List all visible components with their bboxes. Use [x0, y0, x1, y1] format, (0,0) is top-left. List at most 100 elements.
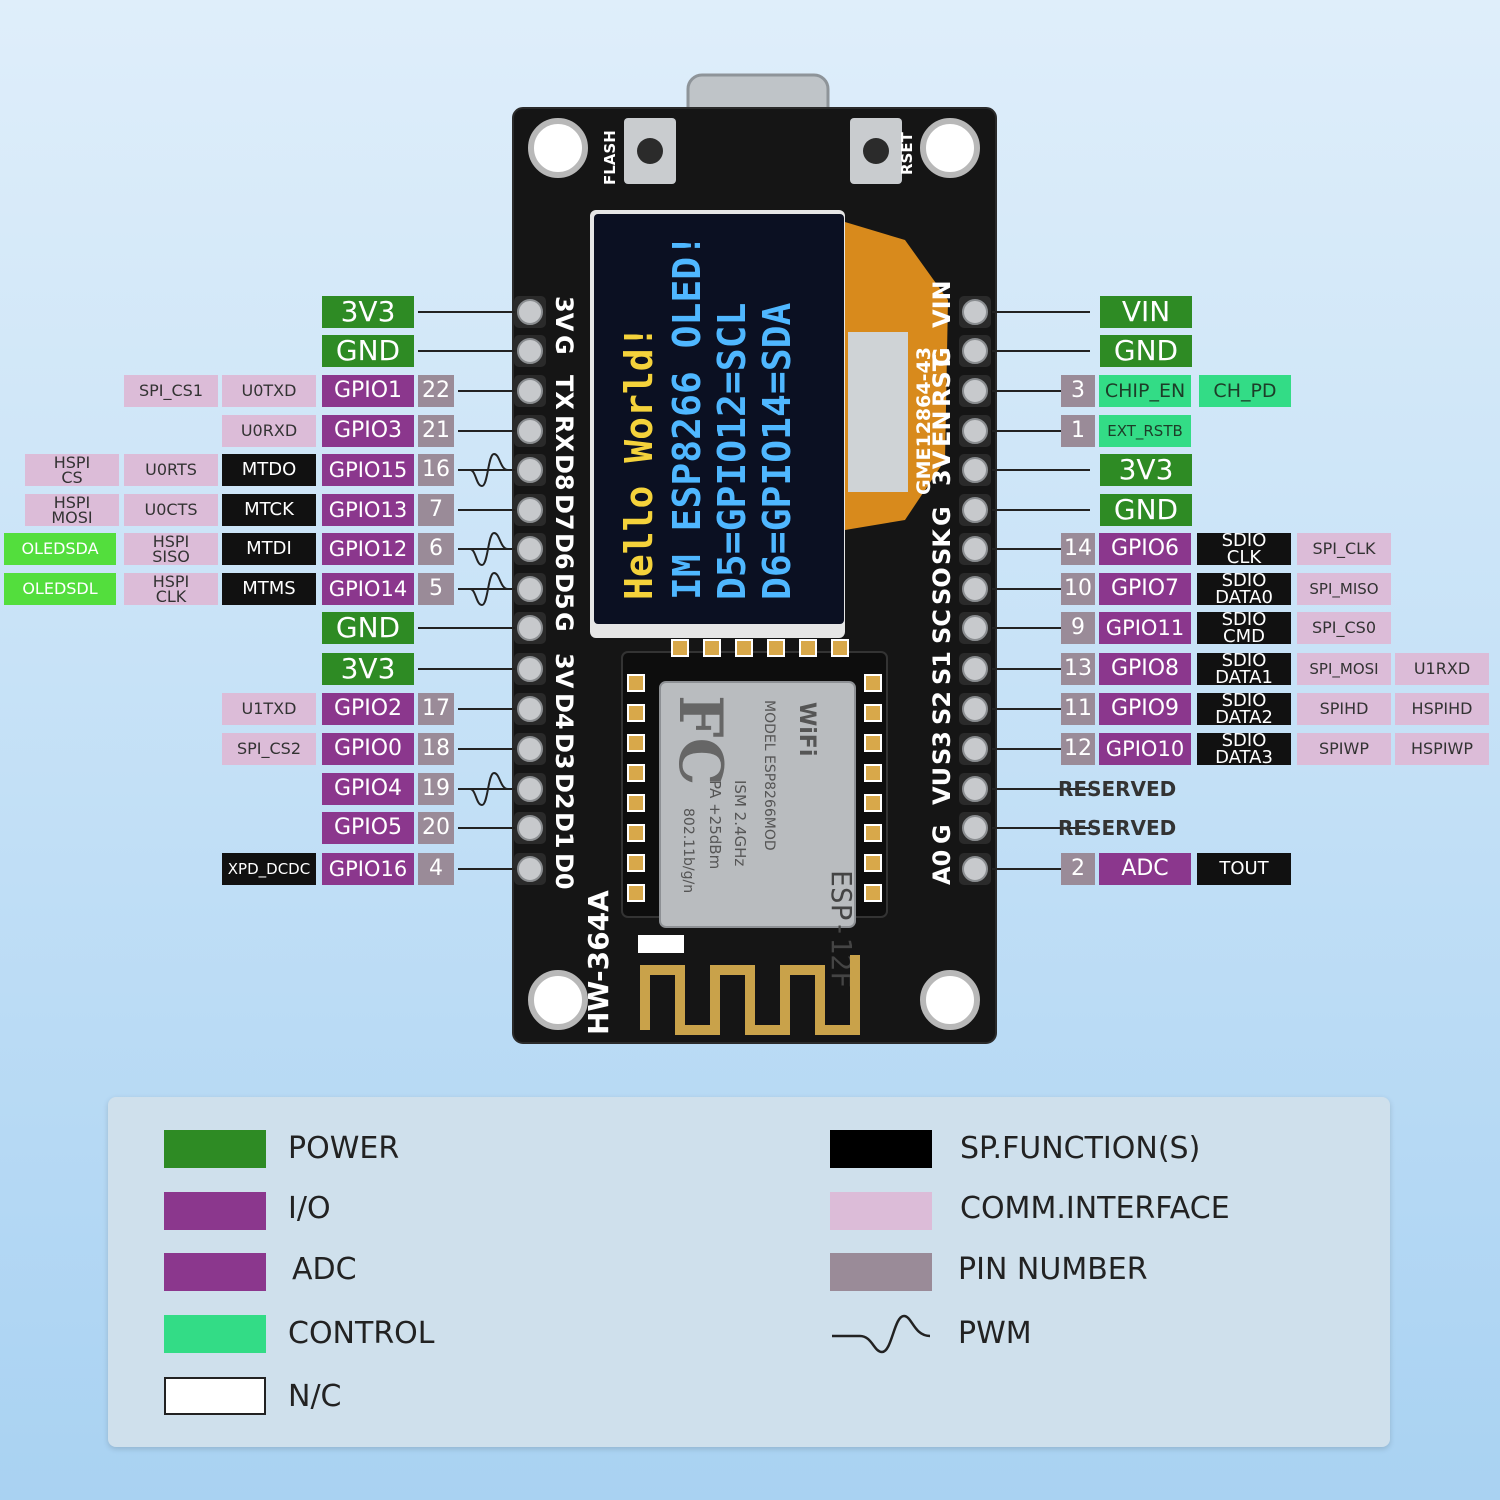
pin-wire	[992, 311, 1090, 313]
mount-hole-icon	[920, 118, 980, 178]
flash-silk: FLASH	[601, 130, 619, 185]
header-pin-pad	[962, 497, 988, 523]
pin-wire	[458, 788, 515, 790]
pin-headers	[514, 296, 991, 885]
module-pad	[864, 824, 882, 842]
left-silk-label: D4	[550, 693, 578, 730]
left-gpio-label: GPIO5	[322, 812, 414, 844]
module-pad	[864, 734, 882, 752]
pin-wire	[992, 748, 1090, 750]
right-silk-label: VU	[928, 767, 956, 805]
mount-hole-icon	[528, 118, 588, 178]
pin-wire	[992, 548, 1090, 550]
right-gpio-label: GPIO6	[1099, 533, 1191, 565]
right-silk-label: SO	[928, 567, 956, 605]
oled-line-1: Hello World!	[617, 325, 661, 600]
left-silk-label: 3V	[550, 653, 578, 689]
left-sp-function: MTDI	[222, 533, 316, 565]
right-pin-number: 10	[1061, 573, 1095, 605]
pin-wire	[458, 509, 515, 511]
header-pin-pad	[517, 696, 543, 722]
header-pin-pad	[962, 736, 988, 762]
left-power-label: 3V3	[322, 653, 414, 685]
header-pin-pad	[962, 378, 988, 404]
right-pin-number: 1	[1061, 415, 1095, 447]
pin-wire	[458, 827, 515, 829]
pin-wire	[992, 627, 1090, 629]
oled-line-3: D5=GPIO12=SCL	[710, 303, 754, 600]
module-pad	[627, 884, 645, 902]
header-pin-pad	[962, 536, 988, 562]
left-pin-number: 6	[418, 533, 454, 565]
right-comm-interface: U1RXD	[1395, 653, 1489, 685]
legend-swatch-power	[164, 1130, 266, 1168]
right-gpio-label: GPIO7	[1099, 573, 1191, 605]
left-gpio-label: GPIO0	[322, 733, 414, 765]
pwm-wave-icon	[462, 531, 509, 567]
module-pad	[799, 639, 817, 657]
right-gpio-label: GPIO8	[1099, 653, 1191, 685]
header-pin-pad	[962, 457, 988, 483]
left-pin-number: 4	[418, 853, 454, 885]
left-pin-number: 19	[418, 773, 454, 805]
left-pin-number: 18	[418, 733, 454, 765]
right-silk-label: SC	[928, 609, 956, 644]
header-pin-pad	[517, 536, 543, 562]
left-silk-label: D6	[550, 533, 578, 570]
left-silk-label: D0	[550, 853, 578, 890]
module-pad	[864, 674, 882, 692]
right-pin-number: 2	[1061, 853, 1095, 885]
right-power-label: 3V3	[1100, 454, 1192, 486]
left-power-label: 3V3	[322, 296, 414, 328]
oled-screen	[594, 214, 844, 624]
pin-wire	[992, 509, 1090, 511]
fcc-logo-icon: FC	[665, 695, 735, 785]
status-led	[638, 935, 684, 953]
left-gpio-label: GPIO16	[322, 853, 414, 885]
right-silk-label: A0	[928, 850, 956, 885]
left-gpio-label: GPIO2	[322, 693, 414, 725]
pin-wire	[418, 350, 515, 352]
right-control-label: CH_PD	[1199, 375, 1291, 407]
legend-swatch-control	[164, 1315, 266, 1353]
left-gpio-label: GPIO15	[322, 454, 414, 486]
right-comm-interface: SPI_MISO	[1297, 573, 1391, 605]
wifi-logo-icon: WiFi	[794, 702, 819, 756]
right-silk-label: SK	[928, 528, 956, 565]
left-gpio-label: GPIO3	[322, 415, 414, 447]
left-comm-interface: U1TXD	[222, 693, 316, 725]
module-pad	[864, 764, 882, 782]
pin-wire	[458, 588, 515, 590]
antenna-trace-icon	[640, 955, 860, 1035]
left-power-label: GND	[322, 612, 414, 644]
esp8266-board-drawing: FLASH RSET Hello World! IM ESP8266 OLED!…	[512, 73, 997, 1044]
pwm-wave-icon	[832, 1314, 931, 1354]
right-pin-number: 13	[1061, 653, 1095, 685]
module-pad	[831, 639, 849, 657]
right-gpio-label: GPIO9	[1099, 693, 1191, 725]
left-sp-function: MTMS	[222, 573, 316, 605]
pwm-wave-icon	[462, 452, 509, 488]
right-gpio-label: GPIO10	[1099, 733, 1191, 765]
left-sp-function: XPD_DCDC	[222, 853, 316, 885]
pwm-wave-icon	[462, 571, 509, 607]
right-power-label: GND	[1100, 494, 1192, 526]
right-comm-interface: SPIHD	[1297, 693, 1391, 725]
right-silk-label: EN	[928, 411, 956, 447]
legend-swatch-adc	[164, 1253, 266, 1291]
pin-wire	[992, 868, 1090, 870]
legend-power-label: POWER	[288, 1131, 400, 1166]
left-pin-number: 20	[418, 812, 454, 844]
module-pad	[627, 674, 645, 692]
header-pin-pad	[517, 656, 543, 682]
mount-hole-icon	[528, 970, 588, 1030]
pwm-wave-icon	[462, 771, 509, 807]
header-pin-pad	[962, 815, 988, 841]
header-pin-pad	[962, 696, 988, 722]
